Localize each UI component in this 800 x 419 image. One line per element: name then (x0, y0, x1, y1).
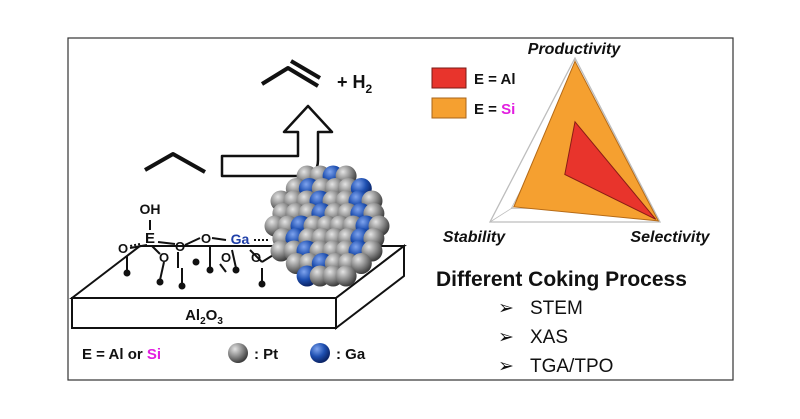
legend-swatch-al (431, 67, 467, 89)
surface-atoms (123, 258, 266, 290)
radar-grid-ring (488, 56, 662, 223)
ga-atom-label: Ga (231, 231, 250, 247)
radar-area-al (564, 120, 657, 220)
radar-legend: E = Al E = Si (431, 67, 516, 119)
ga-atom-icon (310, 343, 330, 363)
oh-label: OH (140, 201, 161, 217)
h2-product-label: + H2 (337, 72, 373, 96)
oxygen-label-4: O (201, 231, 211, 246)
radar-series (513, 60, 660, 222)
coking-process-section: Different Coking Process ➢ STEM ➢ XAS ➢ … (436, 268, 687, 377)
bottom-legend: E = Al or Si : Pt : Ga (82, 343, 366, 363)
legend-label-si: E = Si (474, 101, 515, 118)
propane-molecule (144, 152, 206, 174)
oxygen-label-1: O (118, 241, 128, 256)
axis-label-stability: Stability (443, 229, 506, 246)
e-legend-label: E = Al or Si (82, 346, 161, 363)
reaction-scheme: + H2 (144, 59, 373, 178)
propene-molecule (260, 59, 322, 88)
oxygen-label-3: O (159, 250, 169, 265)
process-item-xas: XAS (530, 327, 568, 348)
bullet-icon: ➢ (498, 327, 514, 348)
oxygen-label-2: O (175, 239, 185, 254)
pt-atom-icon (228, 343, 248, 363)
ptga-nanoparticle (264, 165, 390, 287)
coking-process-title: Different Coking Process (436, 268, 687, 291)
surface-species (126, 220, 279, 284)
oxygen-label-6: O (251, 250, 261, 265)
axis-label-productivity: Productivity (528, 41, 622, 58)
al2o3-label: Al2O3 (185, 307, 223, 327)
bullet-icon: ➢ (498, 356, 514, 377)
process-item-tga-tpo: TGA/TPO (530, 356, 613, 377)
legend-label-al: E = Al (474, 71, 516, 88)
pt-atom (350, 253, 372, 274)
bullet-icon: ➢ (498, 298, 514, 319)
oxygen-label-5: O (221, 250, 231, 265)
e-atom-label: E (145, 230, 155, 247)
legend-swatch-si (431, 97, 467, 119)
process-item-stem: STEM (530, 298, 583, 319)
ga-legend-label: : Ga (336, 346, 366, 363)
pt-atom (335, 265, 357, 287)
pt-legend-label: : Pt (254, 346, 278, 363)
radar-chart: Productivity Selectivity Stability E = A… (431, 41, 711, 246)
axis-label-selectivity: Selectivity (630, 229, 710, 246)
